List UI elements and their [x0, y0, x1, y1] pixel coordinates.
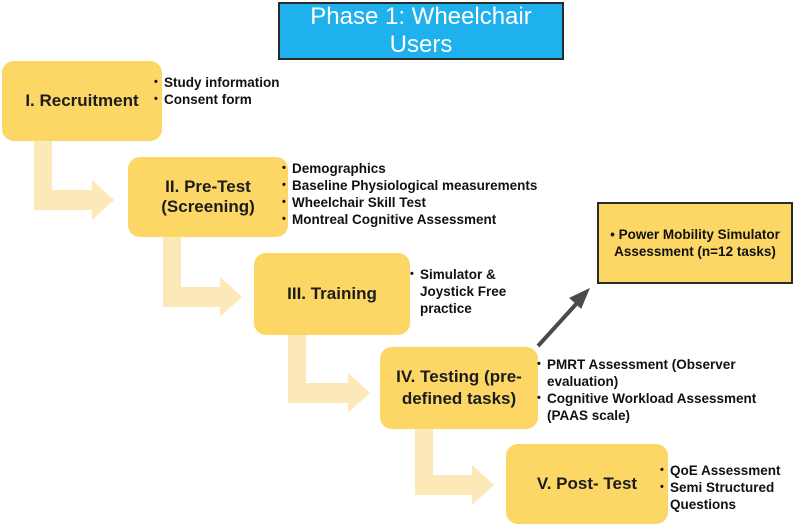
bullet-item: Study information — [154, 74, 294, 91]
bullet-item: Semi Structured Questions — [660, 479, 798, 513]
step-label: II. Pre-Test (Screening) — [161, 177, 255, 216]
step-pre-test: II. Pre-Test (Screening) — [128, 157, 288, 237]
step-label: IV. Testing (pre-defined tasks) — [396, 367, 522, 408]
step-bullets: Simulator & Joystick Free practice — [410, 266, 540, 317]
bullet-item: Simulator & Joystick Free practice — [410, 266, 540, 317]
bullet-item: PMRT Assessment (Observer evaluation) — [537, 356, 799, 390]
step-bullets: Demographics Baseline Physiological meas… — [282, 160, 592, 228]
step-label: III. Training — [287, 284, 377, 303]
step-recruitment: I. Recruitment — [2, 61, 162, 141]
bullet-item: QoE Assessment — [660, 462, 798, 479]
connector-2-3 — [163, 235, 242, 317]
simulator-assessment-box: • Power Mobility Simulator Assessment (n… — [597, 202, 793, 284]
step-post-test: V. Post- Test — [506, 444, 668, 524]
bullet-item: Montreal Cognitive Assessment — [282, 211, 592, 228]
step-bullets: QoE Assessment Semi Structured Questions — [660, 462, 798, 513]
bullet-item: Wheelchair Skill Test — [282, 194, 592, 211]
result-text: • Power Mobility Simulator Assessment (n… — [610, 227, 780, 259]
step-training: III. Training — [254, 253, 410, 335]
phase-title-text: Phase 1: Wheelchair Users — [310, 3, 532, 58]
connector-4-5 — [415, 428, 494, 505]
phase-title: Phase 1: Wheelchair Users — [278, 2, 564, 60]
bullet-item: Consent form — [154, 91, 294, 108]
bullet-item: Demographics — [282, 160, 592, 177]
connector-1-2 — [34, 140, 114, 220]
bullet-item: Cognitive Workload Assessment (PAAS scal… — [537, 390, 799, 424]
step-label: V. Post- Test — [536, 474, 638, 493]
step-bullets: Study information Consent form — [154, 74, 294, 108]
bullet-item: Baseline Physiological measurements — [282, 177, 592, 194]
connector-3-4 — [288, 334, 370, 413]
step-bullets: PMRT Assessment (Observer evaluation) Co… — [537, 356, 799, 424]
result-text-value: Power Mobility Simulator Assessment (n=1… — [614, 227, 780, 259]
arrow-to-result — [536, 287, 590, 348]
step-testing: IV. Testing (pre-defined tasks) — [380, 347, 538, 429]
step-label: I. Recruitment — [25, 91, 139, 110]
